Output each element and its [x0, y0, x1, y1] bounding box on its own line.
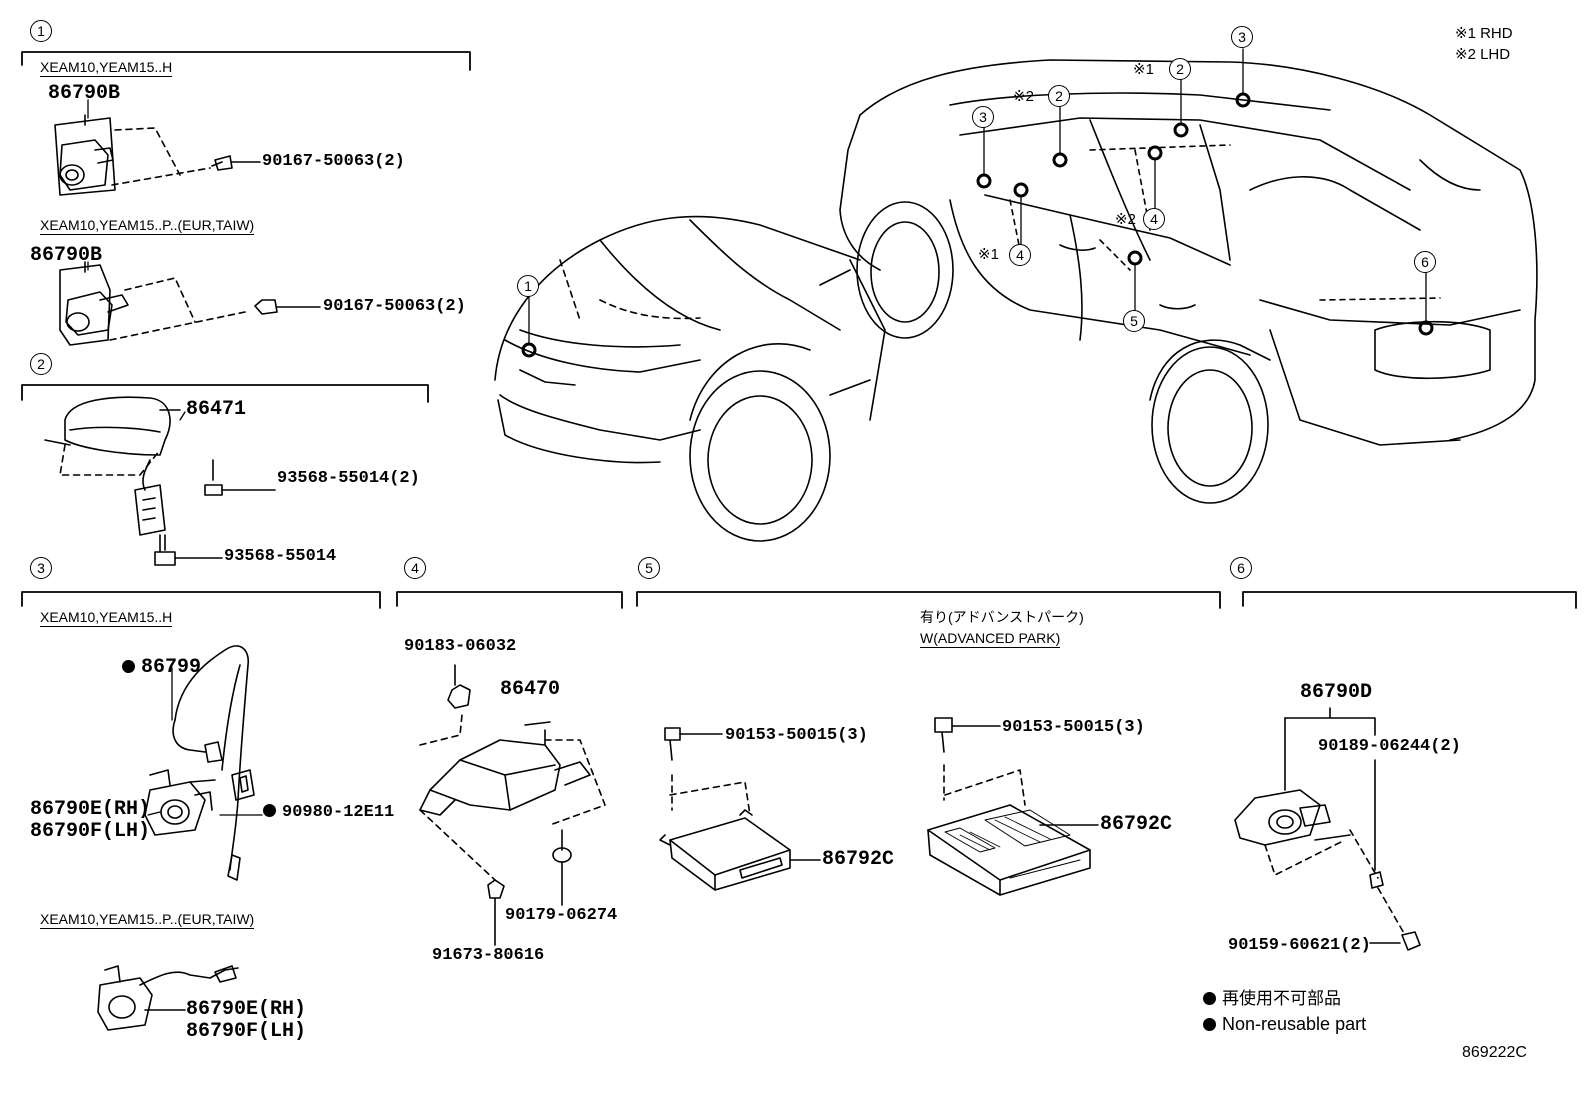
bolt-91673-80616-label: 91673-80616 — [432, 946, 545, 965]
camera-86790E-label-b: 86790E(RH) — [186, 998, 307, 1021]
part-86790E-camera-drawing — [144, 769, 216, 836]
section-5-condition-en: W(ADVANCED PARK) — [920, 630, 1061, 648]
part-86790B-upper-drawing — [54, 114, 261, 196]
section-brackets — [21, 51, 1577, 609]
non-reusable-dot — [122, 660, 135, 673]
section-1-condition-a: XEAM10,YEAM15..H — [40, 59, 173, 77]
car-callout-4-lhd: 4 — [1143, 208, 1165, 230]
car-mark-lhd-a: ※2 — [1013, 88, 1034, 105]
car-callout-3-front: 3 — [972, 106, 994, 128]
section-1-condition-b: XEAM10,YEAM15..P..(EUR,TAIW) — [40, 217, 255, 235]
legend-nonreusable-jp-text: 再使用不可部品 — [1222, 989, 1341, 1008]
section-6-number: 6 — [1230, 557, 1252, 579]
non-reusable-dot — [263, 804, 276, 817]
wire-86799-text: 86799 — [141, 656, 202, 679]
part-86792C-label-b: 86792C — [1100, 813, 1173, 836]
part-86790D-label: 86790D — [1300, 681, 1373, 704]
clip-90980-12E11-text: 90980-12E11 — [282, 803, 395, 822]
section-4-number: 4 — [404, 557, 426, 579]
part-86792C-left-drawing — [659, 727, 821, 891]
camera-86790F-label: 86790F(LH) — [30, 820, 151, 843]
wire-86799-label: 86799 — [122, 658, 201, 678]
part-86470-drawing — [419, 664, 606, 946]
car-rear-view — [839, 59, 1538, 504]
section-2-number: 2 — [30, 353, 52, 375]
section-3-number: 3 — [30, 557, 52, 579]
section-5-number: 5 — [638, 557, 660, 579]
section-3-condition-a: XEAM10,YEAM15..H — [40, 609, 173, 627]
legend-rhd: ※1 RHD — [1455, 25, 1513, 42]
car-callout-2-lhd: 2 — [1048, 85, 1070, 107]
bolt-93568-55014-label: 93568-55014 — [224, 547, 337, 566]
section-3-condition-b: XEAM10,YEAM15..P..(EUR,TAIW) — [40, 911, 255, 929]
label-leaders — [87, 99, 263, 816]
car-callout-6: 6 — [1414, 251, 1436, 273]
section-5-condition-jp: 有り(アドバンストパーク) — [920, 609, 1084, 625]
clip-90980-12E11-label: 90980-12E11 — [263, 804, 394, 821]
legend-nonreusable-en-text: Non-reusable part — [1222, 1014, 1367, 1034]
car-mark-rhd-a: ※1 — [1133, 61, 1154, 78]
bolt-90167-50063-label-a: 90167-50063(2) — [262, 152, 405, 171]
diagram-code: 869222C — [1462, 1044, 1527, 1061]
part-86471-drawing — [44, 396, 276, 566]
bolt-93568-55014-2-label: 93568-55014(2) — [277, 469, 420, 488]
camera-86790F-label-b: 86790F(LH) — [186, 1020, 307, 1043]
legend-nonreusable-jp: 再使用不可部品 — [1203, 990, 1341, 1007]
part-86790B-lower-drawing — [59, 261, 321, 346]
car-front-view — [494, 215, 886, 542]
part-86792C-right-drawing — [927, 717, 1099, 896]
camera-86790E-label: 86790E(RH) — [30, 798, 151, 821]
car-mark-lhd-b: ※2 — [1115, 211, 1136, 228]
part-86790E-lower-camera-drawing — [97, 965, 239, 1031]
car-leader-lines — [528, 48, 1427, 345]
part-86471-label: 86471 — [186, 398, 247, 421]
nut-90183-06032-label: 90183-06032 — [404, 637, 517, 656]
grommet-90179-06274-label: 90179-06274 — [505, 906, 618, 925]
part-86790B-label-a: 86790B — [48, 82, 121, 105]
bolt-90189-06244-label: 90189-06244(2) — [1318, 737, 1461, 756]
legend-nonreusable-en: Non-reusable part — [1203, 1015, 1366, 1033]
part-86792C-label-a: 86792C — [822, 848, 895, 871]
bolt-90167-50063-label-b: 90167-50063(2) — [323, 297, 466, 316]
legend-dot-jp — [1203, 992, 1216, 1005]
bolt-90159-60621-label: 90159-60621(2) — [1228, 936, 1371, 955]
car-callout-4-rhd: 4 — [1009, 244, 1031, 266]
bolt-90153-50015-label-a: 90153-50015(3) — [725, 726, 868, 745]
part-86470-label: 86470 — [500, 678, 561, 701]
section-1-number: 1 — [30, 20, 52, 42]
car-mark-rhd-b: ※1 — [978, 246, 999, 263]
legend-dot-en — [1203, 1018, 1216, 1031]
part-86790D-drawing — [1234, 707, 1421, 951]
part-86790B-label-b: 86790B — [30, 244, 103, 267]
part-86799-wire-drawing — [172, 645, 255, 881]
legend-lhd: ※2 LHD — [1455, 46, 1511, 63]
car-callout-1: 1 — [517, 275, 539, 297]
car-callout-3-rear: 3 — [1231, 26, 1253, 48]
car-callout-5: 5 — [1123, 310, 1145, 332]
car-callout-2-rhd: 2 — [1169, 58, 1191, 80]
bolt-90153-50015-label-b: 90153-50015(3) — [1002, 718, 1145, 737]
